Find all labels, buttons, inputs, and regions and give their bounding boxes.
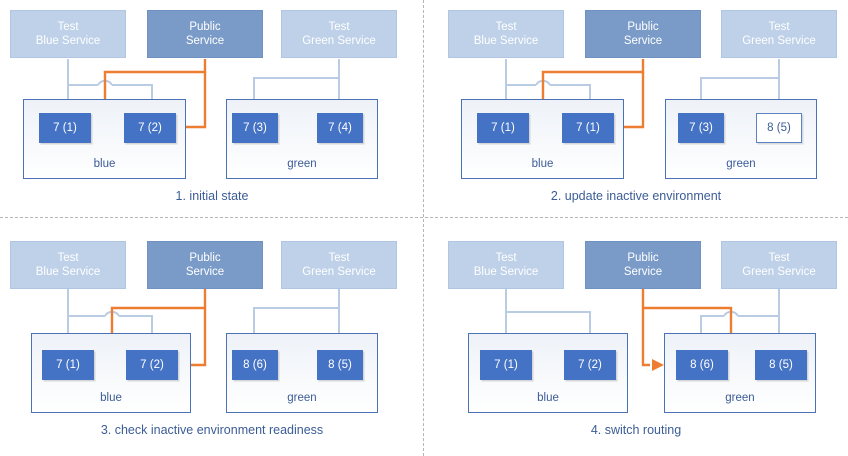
node-green-1[interactable]: 8 (6) xyxy=(232,350,278,380)
service-test-green-line1: Test xyxy=(328,21,350,33)
service-test-green-line2: Green Service xyxy=(302,35,376,47)
node-green-2[interactable]: 8 (5) xyxy=(755,350,807,380)
service-public-line1: Public xyxy=(627,21,659,33)
service-test-blue-line2: Blue Service xyxy=(35,35,101,47)
environment-green-label: green xyxy=(725,392,755,404)
test-green-wire-left xyxy=(253,59,340,104)
node-blue-2[interactable]: 7 (2) xyxy=(126,350,178,380)
node-blue-2[interactable]: 7 (1) xyxy=(562,113,614,143)
node-blue-1[interactable]: 7 (1) xyxy=(39,113,91,143)
node-blue-1[interactable]: 7 (1) xyxy=(480,350,532,380)
service-public-line2: Service xyxy=(623,266,663,278)
divider-horizontal xyxy=(0,217,848,218)
service-test-green-line2: Green Service xyxy=(302,266,376,278)
service-public-line2: Service xyxy=(185,266,225,278)
node-green-1[interactable]: 7 (3) xyxy=(232,113,278,143)
service-test-blue-line2: Blue Service xyxy=(473,35,539,47)
node-green-2[interactable]: 8 (5) xyxy=(756,113,802,143)
service-test-green-line1: Test xyxy=(768,252,790,264)
test-green-wire-left xyxy=(700,287,780,334)
node-blue-1[interactable]: 7 (1) xyxy=(42,350,94,380)
test-blue-wire-right xyxy=(505,287,591,334)
test-blue-wire xyxy=(67,287,153,334)
panel-1-caption: 1. initial state xyxy=(175,189,249,203)
service-public-line1: Public xyxy=(189,21,221,33)
service-test-blue-line1: Test xyxy=(57,21,79,33)
public-orange-wire-b xyxy=(617,72,645,129)
environment-blue-label: blue xyxy=(100,392,122,404)
service-public-line2: Service xyxy=(623,35,663,47)
service-test-blue-line1: Test xyxy=(495,252,517,264)
service-test-green-line2: Green Service xyxy=(742,266,816,278)
test-blue-wire xyxy=(505,59,591,104)
service-test-blue-line2: Blue Service xyxy=(473,266,539,278)
test-blue-wire xyxy=(67,59,153,104)
service-test-blue-line2: Blue Service xyxy=(35,266,101,278)
panel-3-caption: 3. check inactive environment readiness xyxy=(100,423,324,437)
node-blue-2[interactable]: 7 (2) xyxy=(124,113,176,143)
service-test-blue-line1: Test xyxy=(495,21,517,33)
service-test-green-line1: Test xyxy=(328,252,350,264)
public-orange-wire-a xyxy=(641,308,650,367)
node-blue-2[interactable]: 7 (2) xyxy=(564,350,616,380)
panel-2-caption: 2. update inactive environment xyxy=(550,189,722,203)
node-green-2[interactable]: 8 (5) xyxy=(317,350,363,380)
service-public-line1: Public xyxy=(189,252,221,264)
divider-vertical xyxy=(423,0,424,456)
orange-arrowhead-1 xyxy=(652,359,664,371)
node-green-1[interactable]: 8 (6) xyxy=(676,350,728,380)
service-public-line1: Public xyxy=(627,252,659,264)
public-orange-wire-b xyxy=(179,72,207,129)
test-green-wire-left xyxy=(253,287,340,334)
node-green-2[interactable]: 7 (4) xyxy=(317,113,363,143)
node-green-1[interactable]: 7 (3) xyxy=(678,113,724,143)
environment-blue-label: blue xyxy=(93,158,116,170)
public-orange-wire-b xyxy=(186,308,207,367)
service-public-line2: Service xyxy=(185,35,225,47)
environment-blue-label: blue xyxy=(531,158,554,170)
environment-green-label: green xyxy=(726,158,756,170)
service-test-green-line1: Test xyxy=(768,21,790,33)
service-test-green-line2: Green Service xyxy=(742,35,816,47)
service-test-blue-line1: Test xyxy=(57,252,79,264)
test-green-wire-left xyxy=(700,59,780,104)
node-blue-1[interactable]: 7 (1) xyxy=(477,113,529,143)
environment-green-label: green xyxy=(287,392,317,404)
panel-4-caption: 4. switch routing xyxy=(590,423,682,437)
environment-blue-label: blue xyxy=(537,392,559,404)
environment-green-label: green xyxy=(287,158,317,170)
